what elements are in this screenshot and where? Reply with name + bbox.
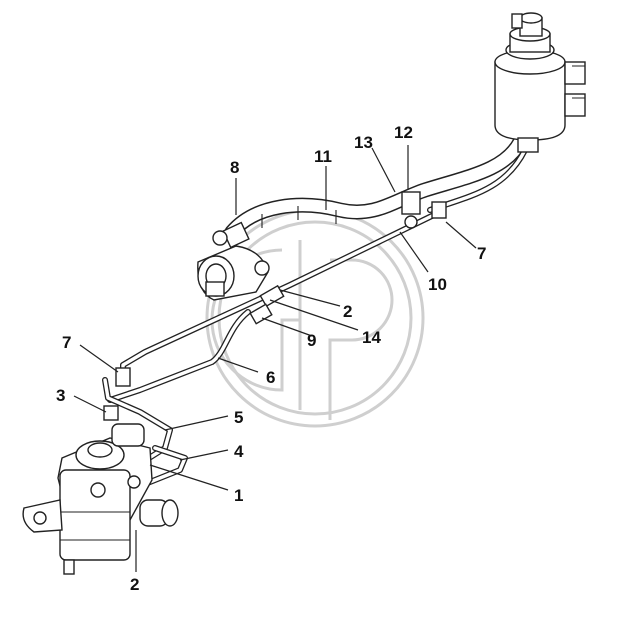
callout-5: 5 [234, 408, 243, 427]
callout-7-left: 7 [62, 333, 71, 352]
return-hose [224, 134, 528, 240]
callout-9: 9 [307, 331, 316, 350]
callout-2-pump: 2 [343, 302, 352, 321]
callout-11: 11 [314, 147, 332, 166]
callout-2-gear: 2 [130, 575, 139, 594]
line-4 [137, 445, 188, 489]
callout-4: 4 [234, 442, 244, 461]
callouts: 1 2 2 3 4 5 6 7 7 8 9 10 11 12 13 14 [56, 123, 486, 594]
leader-lines [73, 145, 477, 572]
callout-1: 1 [234, 486, 243, 505]
callout-12: 12 [394, 123, 413, 142]
callout-10: 10 [428, 275, 447, 294]
callout-8: 8 [230, 158, 239, 177]
callout-3: 3 [56, 386, 65, 405]
line-6 [107, 309, 251, 403]
callout-7-right: 7 [477, 244, 486, 263]
steering-gear [22, 423, 179, 575]
callout-14: 14 [362, 328, 381, 347]
callout-13: 13 [354, 133, 373, 152]
reservoir [494, 12, 586, 153]
steering-pump [197, 221, 270, 301]
callout-6: 6 [266, 368, 275, 387]
